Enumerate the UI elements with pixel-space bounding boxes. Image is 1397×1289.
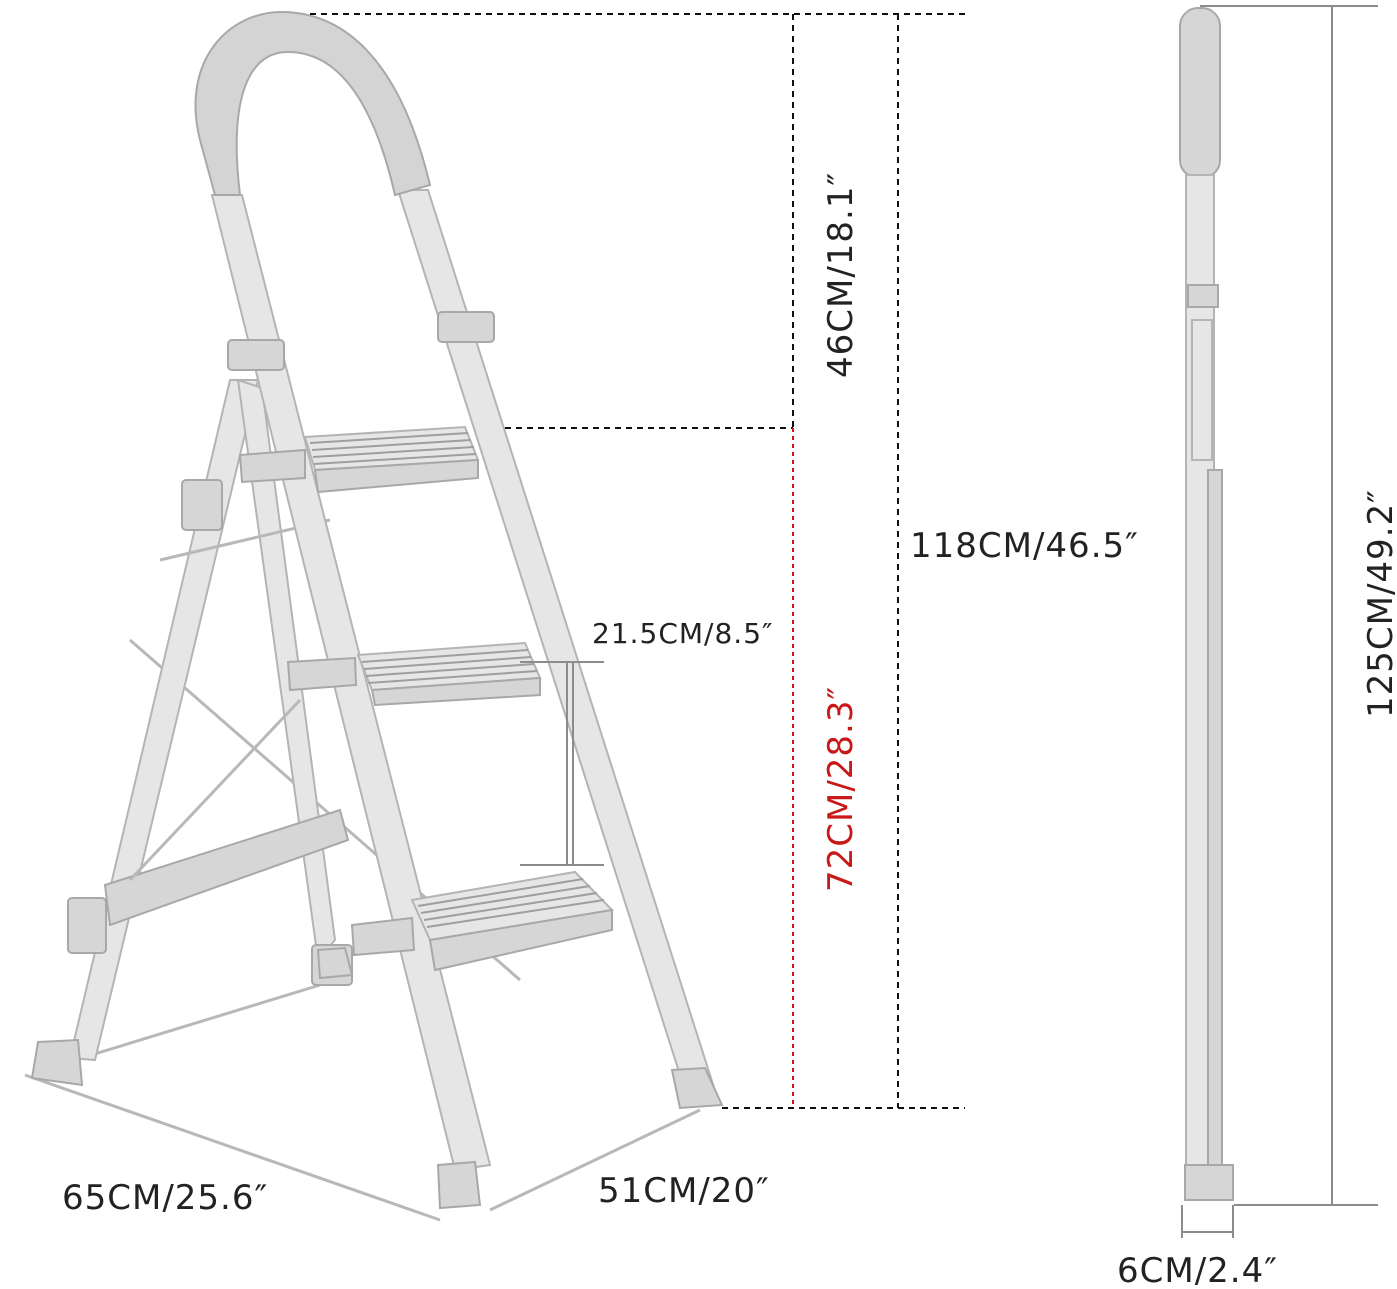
platform-height-label: 72CM/28.3″: [821, 686, 861, 892]
step-spacing-label: 21.5CM/8.5″: [592, 617, 773, 650]
handle-height-label: 46CM/18.1″: [821, 172, 861, 378]
rear-cross-brace: [103, 808, 350, 927]
dimension-lines: [310, 5, 1378, 1238]
base-depth-label: 65CM/25.6″: [62, 1178, 268, 1218]
step-spacing-bracket: [520, 661, 604, 866]
middle-step: [286, 641, 542, 707]
dimension-labels: 46CM/18.1″ 118CM/46.5″ 72CM/28.3″ 21.5CM…: [62, 172, 1397, 1289]
ladder-feet: [30, 946, 724, 1210]
folded-height-line: [1200, 5, 1378, 1206]
folded-thickness-label: 6CM/2.4″: [1117, 1251, 1278, 1289]
open-ladder-illustration: [24, 10, 724, 1222]
bottom-step: [350, 870, 615, 972]
top-step: [238, 425, 480, 494]
folded-thickness-line: [1181, 1205, 1234, 1238]
top-handle: [194, 10, 432, 197]
folded-ladder-illustration: [1179, 7, 1234, 1201]
folded-height-label: 125CM/49.2″: [1361, 489, 1397, 718]
base-width-label: 51CM/20″: [598, 1171, 770, 1211]
total-height-label: 118CM/46.5″: [910, 526, 1139, 566]
